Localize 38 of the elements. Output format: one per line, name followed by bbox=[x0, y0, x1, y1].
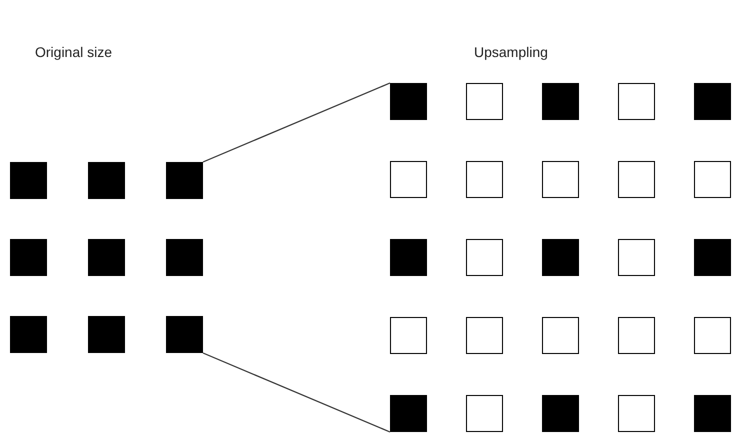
grid-square bbox=[166, 239, 203, 276]
grid-square bbox=[694, 395, 731, 432]
grid-square bbox=[694, 239, 731, 276]
grid-square bbox=[10, 239, 47, 276]
grid-square bbox=[466, 395, 503, 432]
heading-text: Original size bbox=[35, 44, 112, 60]
grid-square bbox=[466, 239, 503, 276]
grid-square bbox=[542, 83, 579, 120]
connector-line bbox=[202, 352, 390, 433]
grid-square bbox=[542, 395, 579, 432]
grid-square bbox=[390, 83, 427, 120]
grid-square bbox=[10, 162, 47, 199]
grid-square bbox=[618, 239, 655, 276]
grid-square bbox=[542, 161, 579, 198]
grid-square bbox=[694, 83, 731, 120]
grid-square bbox=[466, 83, 503, 120]
grid-square bbox=[618, 317, 655, 354]
grid-square bbox=[618, 83, 655, 120]
grid-square bbox=[390, 239, 427, 276]
grid-square bbox=[542, 239, 579, 276]
grid-square bbox=[88, 316, 125, 353]
grid-square bbox=[618, 161, 655, 198]
grid-square bbox=[542, 317, 579, 354]
grid-square bbox=[466, 317, 503, 354]
grid-square bbox=[390, 161, 427, 198]
grid-square bbox=[390, 317, 427, 354]
connector-line bbox=[202, 82, 390, 163]
grid-square bbox=[694, 317, 731, 354]
grid-square bbox=[88, 239, 125, 276]
heading-text: Upsampling bbox=[474, 44, 548, 60]
grid-square bbox=[166, 316, 203, 353]
grid-square bbox=[694, 161, 731, 198]
grid-square bbox=[88, 162, 125, 199]
grid-square bbox=[166, 162, 203, 199]
grid-square bbox=[10, 316, 47, 353]
grid-square bbox=[390, 395, 427, 432]
grid-square bbox=[618, 395, 655, 432]
grid-square bbox=[466, 161, 503, 198]
